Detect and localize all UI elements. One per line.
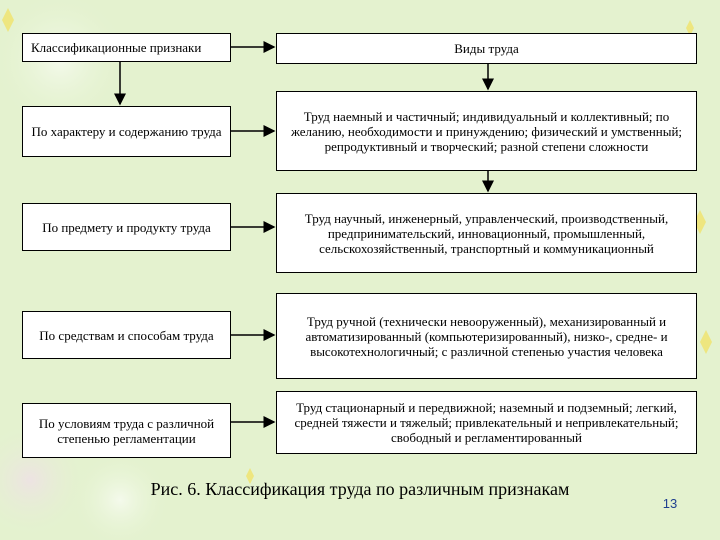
types-text: Труд научный, инженерный, управленческий…	[304, 210, 669, 256]
figure-caption: Рис. 6. Классификация труда по различным…	[150, 479, 570, 499]
page-number: 13	[662, 496, 678, 511]
types-box-subject: Труд научный, инженерный, управленческий…	[276, 193, 697, 273]
types-box-means: Труд ручной (технически невооруженный), …	[276, 293, 697, 379]
criterion-label: По характеру и содержанию труда	[31, 124, 222, 139]
types-text: Труд стационарный и передвижной; наземны…	[294, 400, 679, 445]
criterion-box-subject: По предмету и продукту труда	[22, 203, 231, 251]
types-box-character: Труд наемный и частичный; индивидуальный…	[276, 91, 697, 171]
types-text: Труд ручной (технически невооруженный), …	[305, 313, 668, 359]
types-box-conditions: Труд стационарный и передвижной; наземны…	[276, 391, 697, 454]
criterion-box-character: По характеру и содержанию труда	[22, 106, 231, 157]
types-header-label: Виды труда	[454, 41, 519, 56]
criterion-label: По предмету и продукту труда	[42, 219, 211, 235]
criteria-header-box: Классификационные признаки	[22, 33, 231, 62]
types-header-box: Виды труда	[276, 33, 697, 64]
criteria-header-label: Классификационные признаки	[31, 40, 202, 55]
criterion-box-conditions: По условиям труда с различной степенью р…	[22, 403, 231, 458]
criterion-box-means: По средствам и способам труда	[22, 311, 231, 359]
criterion-label: По условиям труда с различной степенью р…	[38, 415, 215, 446]
types-text: Труд наемный и частичный; индивидуальный…	[290, 108, 683, 154]
criterion-label: По средствам и способам труда	[39, 327, 214, 343]
